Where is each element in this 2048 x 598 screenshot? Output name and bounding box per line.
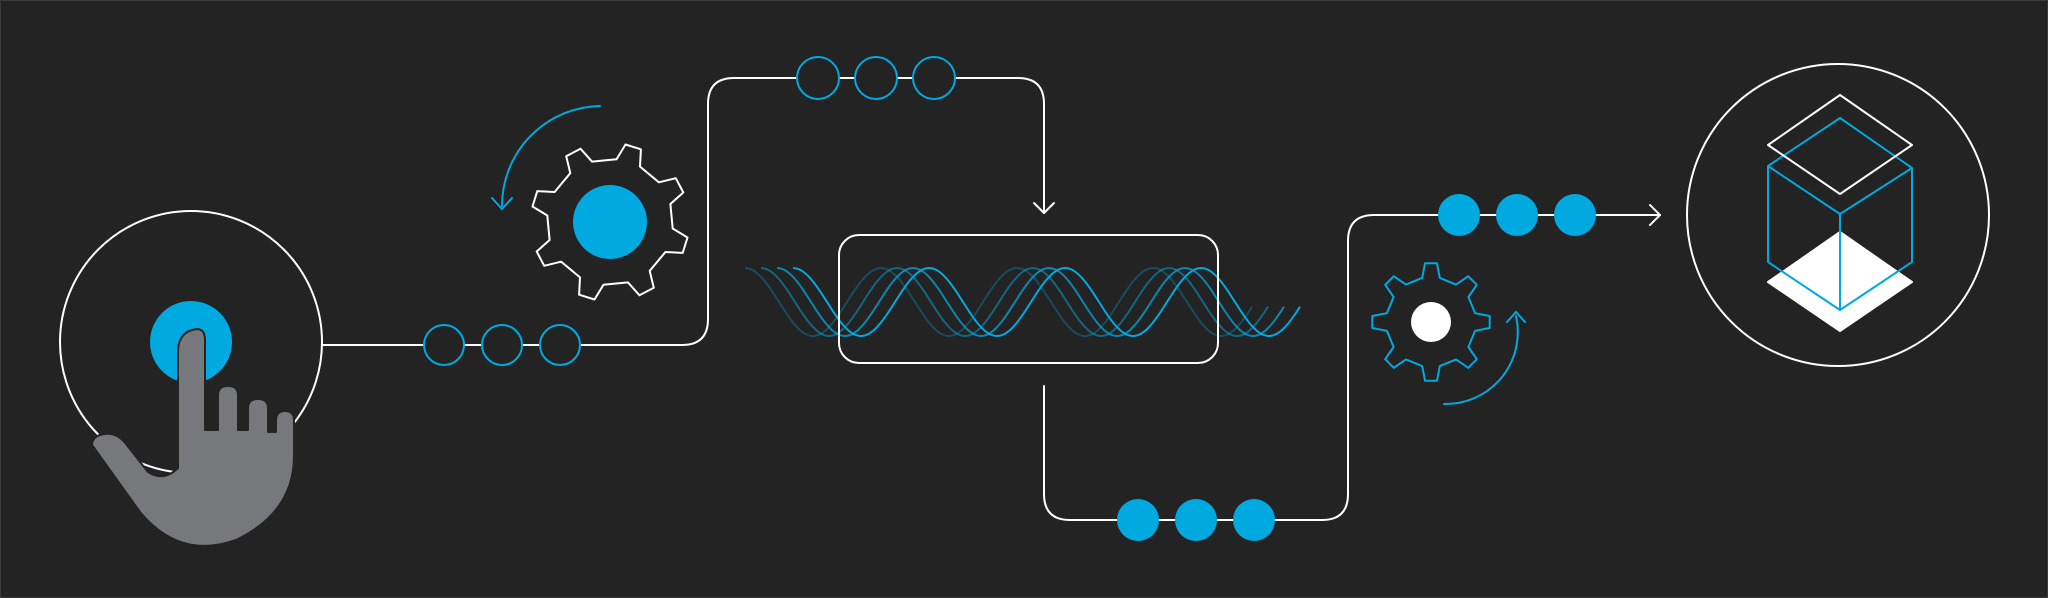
wave-line <box>776 266 1285 338</box>
touch-input-group <box>59 210 323 547</box>
cube-icon <box>1767 94 1913 332</box>
upper-node <box>854 56 898 100</box>
wave-signal-icon <box>744 266 1301 338</box>
input-nodes <box>423 324 581 366</box>
output-node <box>1438 194 1480 236</box>
lower-node <box>1117 499 1159 541</box>
rotating-gear-icon <box>491 105 689 301</box>
upper-node <box>796 56 840 100</box>
output-ring <box>1686 63 1990 367</box>
output-node <box>1554 194 1596 236</box>
lower-node <box>1175 499 1217 541</box>
small-gear-icon <box>1371 262 1526 406</box>
cube-frame <box>1767 117 1913 311</box>
upper-nodes <box>796 56 956 100</box>
rotation-arrowhead <box>491 197 513 211</box>
input-node <box>423 324 465 366</box>
output-node <box>1496 194 1538 236</box>
gear-hub <box>573 185 647 259</box>
small-gear-outline <box>1371 262 1491 382</box>
small-gear-hub <box>1411 302 1451 342</box>
small-rotation-arrow <box>1443 315 1519 406</box>
lower-nodes <box>1117 499 1275 541</box>
wave-line <box>792 266 1301 338</box>
input-node <box>481 324 523 366</box>
upper-node <box>912 56 956 100</box>
gear-outline <box>531 143 689 301</box>
connector-chamber-to-output <box>1043 214 1661 521</box>
right-arrowhead <box>1649 204 1661 226</box>
pointing-hand-icon <box>91 328 295 547</box>
small-rotation-arrowhead <box>1506 310 1526 323</box>
lower-node <box>1233 499 1275 541</box>
connector-lines <box>321 77 1661 521</box>
processing-chamber-icon <box>744 234 1301 364</box>
down-arrowhead <box>1033 202 1055 214</box>
input-node <box>539 324 581 366</box>
cube-lid <box>1767 94 1913 195</box>
rotation-arrow <box>501 105 601 207</box>
output-nodes <box>1438 194 1596 236</box>
output-group <box>1686 63 1990 367</box>
connector-input-to-chamber <box>321 77 1045 346</box>
chamber-box <box>838 234 1219 364</box>
